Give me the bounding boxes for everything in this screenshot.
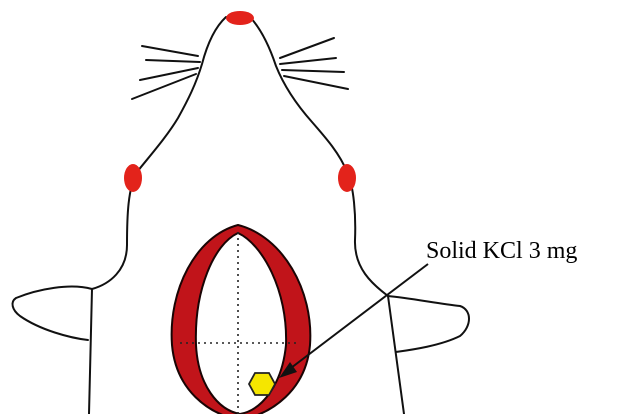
surgical-opening-ring [172,225,311,414]
nose-marker [226,11,254,25]
whisker-left-4 [132,74,196,99]
body-right-contour [250,17,404,414]
left-ear-marker [124,164,142,192]
whisker-left-3 [140,68,198,80]
whiskers-left [132,46,200,99]
left-limb-contour [13,287,92,340]
right-limb-contour [388,296,469,352]
right-ear-marker [338,164,356,192]
whisker-right-4 [284,76,348,89]
whisker-right-1 [280,38,334,58]
whisker-left-1 [142,46,198,56]
whiskers-right [280,38,348,89]
kcl-label: Solid KCl 3 mg [426,238,577,264]
whisker-left-2 [146,60,200,62]
whisker-right-2 [280,58,336,64]
kcl-hexagon-icon [249,373,275,395]
whisker-right-3 [282,70,344,72]
rat-body-outline [13,17,469,414]
